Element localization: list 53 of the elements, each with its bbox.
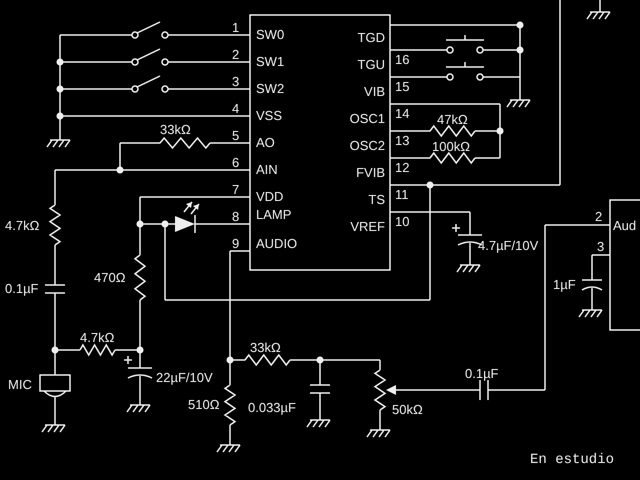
pin-number: 13 xyxy=(395,133,410,148)
component-value: 50kΩ xyxy=(392,402,423,417)
pin-number: 14 xyxy=(395,106,410,121)
pin-number: 4 xyxy=(232,101,240,116)
pin-number: 3 xyxy=(232,74,240,89)
pin-name: SW1 xyxy=(256,54,284,69)
component-value: 0.1µF xyxy=(5,281,39,296)
pin-number: 2 xyxy=(595,209,602,224)
component-value: 100kΩ xyxy=(432,139,470,154)
pin-name: VREF xyxy=(350,219,385,234)
component-value: 0.033µF xyxy=(248,400,296,415)
pin-name: AO xyxy=(256,135,275,150)
pin-number: 12 xyxy=(395,160,410,175)
pin-number: 11 xyxy=(395,187,408,202)
component-value: 1µF xyxy=(553,277,576,292)
pin-number: 10 xyxy=(395,214,410,229)
pin-name: AIN xyxy=(256,162,278,177)
pin-name: TS xyxy=(368,192,385,207)
component-value: 470Ω xyxy=(94,270,126,285)
component-value: 4.7kΩ xyxy=(80,330,114,345)
component-value: 0.1µF xyxy=(465,366,499,381)
pin-name: VIB xyxy=(364,84,385,99)
pin-number: 6 xyxy=(232,155,240,170)
status-text: En estudio xyxy=(530,452,614,468)
pin-name: Aud xyxy=(613,218,636,233)
pin-number: 7 xyxy=(232,182,240,197)
pin-name: TGD xyxy=(358,30,385,45)
pin-number: 16 xyxy=(395,52,410,67)
pin-name: OSC2 xyxy=(350,138,385,153)
pin-number: 1 xyxy=(232,20,240,35)
pin-name: OSC1 xyxy=(350,111,385,126)
component-value: 4.7kΩ xyxy=(5,218,40,233)
pin-name: TGU xyxy=(358,57,385,72)
component-value: 510Ω xyxy=(188,397,220,412)
component-value: 33kΩ xyxy=(250,340,281,355)
component-value: 22µF/10V xyxy=(156,370,213,385)
component-value: 4.7µF/10V xyxy=(478,238,538,253)
pin-number: 3 xyxy=(597,239,604,254)
pin-number: 15 xyxy=(395,79,410,94)
pin-number: 5 xyxy=(232,128,240,143)
pin-number: 8 xyxy=(232,209,240,224)
component-label: MIC xyxy=(8,377,32,392)
component-value: 33kΩ xyxy=(160,122,191,137)
pin-name: SW0 xyxy=(256,27,284,42)
pin-number: 2 xyxy=(232,47,240,62)
pin-name: VDD xyxy=(256,189,284,204)
pin-name: SW2 xyxy=(256,81,284,96)
pin-name: FVIB xyxy=(356,165,385,180)
pin-name: AUDIO xyxy=(256,236,298,251)
pin-number: 9 xyxy=(232,236,240,251)
pin-name: VSS xyxy=(256,108,282,123)
pin-name: LAMP xyxy=(256,207,292,222)
component-value: 47kΩ xyxy=(437,112,468,127)
